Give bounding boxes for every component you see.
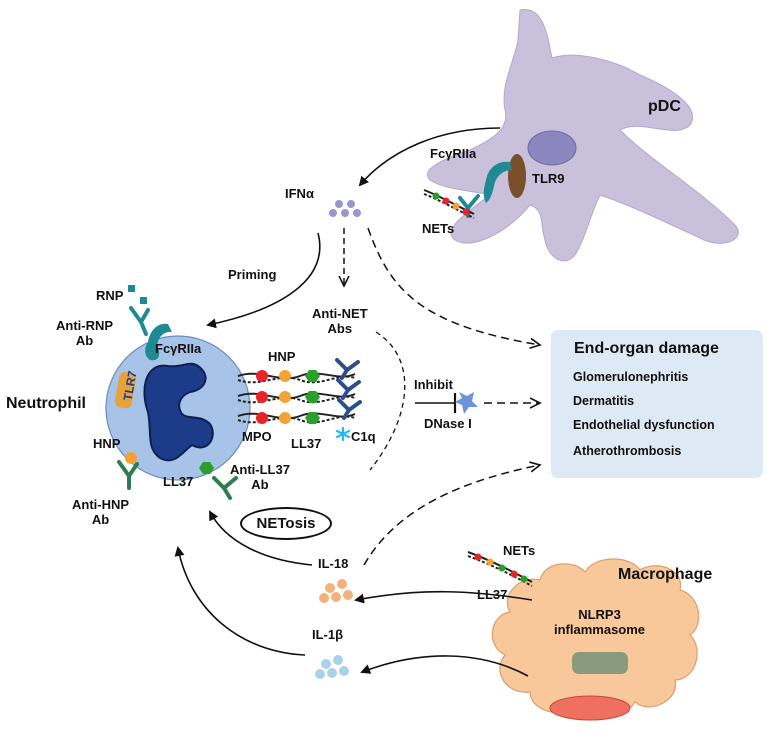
- anti-rnp-label: Anti-RNP Ab: [56, 318, 114, 348]
- inhibit-label: Inhibit: [414, 377, 453, 392]
- fcgr2a-neutrophil-receptor: [145, 323, 172, 361]
- rnp-squares: [128, 285, 147, 304]
- fcgr2a-neutrophil-label: FcγRIIa: [155, 341, 202, 356]
- netosis-badge: NETosis: [240, 507, 332, 540]
- ll37-cell-dot: [199, 462, 214, 474]
- nets-strand-pdc: [423, 189, 475, 219]
- dashed-anti-net-curve: [369, 331, 406, 471]
- hnp-cell-dot: [125, 452, 137, 464]
- outcome-item-2: Dermatitis: [573, 394, 635, 408]
- priming-label: Priming: [228, 267, 277, 282]
- tlr9-endosome: [508, 154, 526, 198]
- ll37-macrophage-label: LL37: [477, 587, 508, 602]
- pdc-nucleus: [527, 130, 577, 166]
- arrow-pdc-to-ifna: [358, 127, 501, 187]
- mpo-dots: [256, 370, 268, 424]
- pdc-label: pDC: [648, 98, 681, 115]
- tlr9-label: TLR9: [532, 171, 565, 186]
- ifna-label: IFNα: [285, 186, 314, 201]
- macrophage-label: Macrophage: [618, 566, 713, 583]
- neutrophil-label: Neutrophil: [6, 395, 86, 412]
- net-strands: [237, 358, 362, 442]
- dnase-label: DNase I: [424, 416, 472, 431]
- arrow-il18-to-damage: [363, 465, 540, 566]
- outcome-item-3: Endothelial dysfunction: [573, 418, 715, 432]
- hnp-net-label: HNP: [268, 349, 296, 364]
- il1b-label: IL-1β: [312, 627, 344, 642]
- nets-strand-macrophage: [467, 551, 533, 587]
- arrow-priming: [206, 232, 321, 329]
- nlrp3-label: NLRP3 inflammasome: [554, 607, 646, 637]
- neutrophil-nucleus: [143, 362, 214, 462]
- hnp-dots: [279, 370, 291, 424]
- arrow-ifna-to-damage: [367, 227, 540, 345]
- fcgr2a-pdc-receptor: [483, 161, 512, 203]
- end-organ-damage-title: End-organ damage: [574, 340, 719, 357]
- ifna-dots: [329, 200, 361, 217]
- ll37-net-label: LL37: [291, 436, 322, 451]
- outcome-item-1: Glomerulonephritis: [573, 370, 689, 384]
- c1q-label: C1q: [351, 429, 376, 444]
- il1b-dots: [315, 655, 349, 679]
- arrow-netosis: [209, 510, 313, 566]
- anti-hnp-antibody: [117, 460, 139, 490]
- rnp-label: RNP: [96, 288, 124, 303]
- anti-net-antibodies: [335, 358, 362, 420]
- outcome-item-4: Atherothrombosis: [573, 444, 682, 458]
- arrow-mac-to-il18: [354, 590, 533, 604]
- c1q-star: [335, 426, 351, 442]
- tlr7-box: [114, 371, 137, 409]
- macrophage-nucleus: [549, 695, 631, 721]
- mpo-label: MPO: [242, 429, 272, 444]
- arrow-mac-to-il1b: [360, 655, 529, 677]
- macrophage-cell: [491, 558, 700, 718]
- end-organ-damage-panel: [551, 330, 763, 478]
- anti-ll37-antibody: [212, 476, 238, 500]
- nets-pdc-label: NETs: [422, 221, 455, 236]
- dnase-shape: [455, 392, 478, 414]
- hnp-cell-label: HNP: [93, 436, 121, 451]
- anti-rnp-antibody: [129, 306, 150, 336]
- fcgr2a-pdc-label: FcγRIIa: [430, 146, 477, 161]
- nlrp3-bar: [572, 652, 628, 674]
- pdc-cell: [427, 9, 739, 262]
- il18-label: IL-18: [318, 556, 349, 571]
- nets-macrophage-label: NETs: [503, 543, 536, 558]
- ll37-cell-label: LL37: [163, 474, 194, 489]
- anti-net-label: Anti-NET Abs: [312, 306, 368, 336]
- il18-dots: [319, 579, 353, 603]
- anti-hnp-label: Anti-HNP Ab: [72, 497, 130, 527]
- anti-ll37-label: Anti-LL37 Ab: [230, 462, 290, 492]
- ll37-dots: [305, 370, 320, 424]
- arrow-il1b: [174, 546, 306, 656]
